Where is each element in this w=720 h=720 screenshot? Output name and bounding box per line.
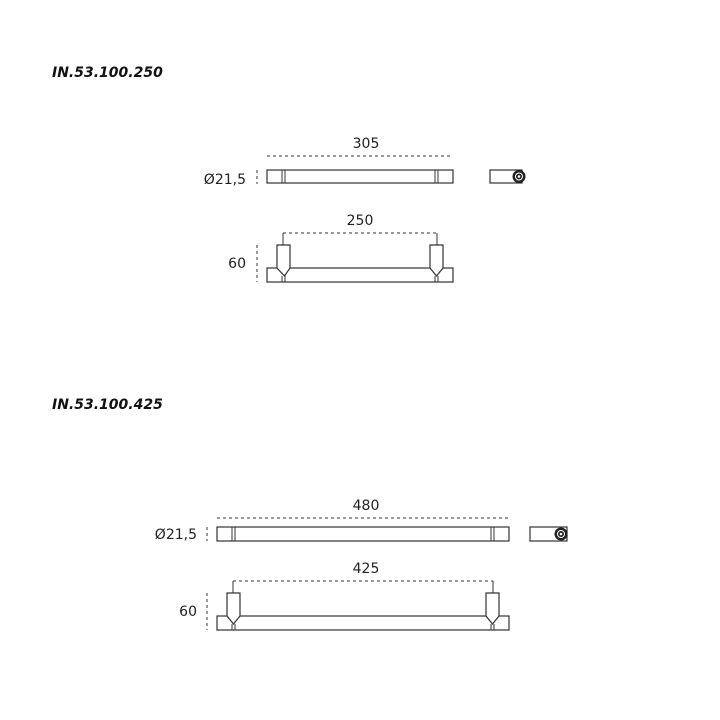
- handle-side-view: [266, 244, 454, 283]
- length-label: 480: [353, 498, 380, 514]
- center-distance-label: 250: [347, 213, 374, 229]
- handle-top-view: [216, 526, 510, 542]
- length-label: 305: [353, 136, 380, 152]
- height-label: 60: [179, 604, 197, 620]
- handle-top-view: [266, 169, 454, 184]
- product-drawing-1: IN.53.100.250 305 Ø21,5 250 60: [52, 65, 526, 283]
- height-label: 60: [228, 256, 246, 272]
- diameter-label: Ø21,5: [155, 527, 197, 543]
- product-code: IN.53.100.250: [52, 65, 163, 81]
- center-distance-label: 425: [353, 561, 380, 577]
- diameter-label: Ø21,5: [204, 172, 246, 188]
- handle-side-view: [216, 592, 510, 631]
- handle-end-view: [529, 526, 568, 542]
- product-code: IN.53.100.425: [52, 397, 163, 413]
- handle-end-view: [489, 169, 526, 184]
- product-drawing-2: IN.53.100.425 480 Ø21,5 425 60: [52, 397, 568, 631]
